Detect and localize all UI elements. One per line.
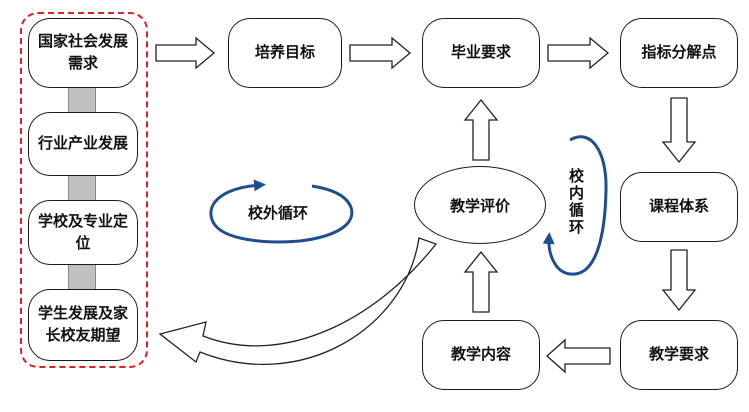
outer-cycle-label: 校外循环 (248, 204, 309, 222)
school-major-positioning-box: 学校及专业定位 (28, 200, 138, 265)
arrow-to-indicator-points (547, 36, 610, 70)
teaching-evaluation-ellipse: 教学评价 (414, 166, 546, 244)
arrow-evaluation-to-graduation (463, 98, 499, 161)
outer-cycle-arc (209, 179, 354, 244)
connector-3 (68, 265, 96, 289)
training-goal-box: 培养目标 (228, 18, 342, 88)
teaching-requirement-box: 教学要求 (620, 320, 738, 390)
connector-1 (68, 88, 96, 112)
graduation-requirement-box: 毕业要求 (422, 18, 540, 88)
external-factors-group (20, 12, 148, 368)
student-parent-alumni-expectation-box: 学生发展及家长校友期望 (28, 289, 138, 361)
arrow-evaluation-to-stakeholders (158, 237, 438, 365)
teaching-content-box: 教学内容 (422, 320, 540, 390)
indicator-points-box: 指标分解点 (620, 18, 738, 88)
arrow-content-to-evaluation (463, 250, 499, 313)
connector-2 (68, 176, 96, 200)
national-social-needs-box: 国家社会发展需求 (28, 18, 138, 88)
inner-cycle-label: 校内循环 (567, 168, 585, 236)
arrow-to-curriculum (661, 97, 697, 164)
curriculum-system-box: 课程体系 (620, 172, 738, 242)
inner-cycle-arc (542, 135, 608, 276)
arrow-to-teaching-requirement (661, 249, 697, 312)
arrow-to-teaching-content (546, 338, 611, 374)
arrow-to-training-goal (155, 36, 216, 70)
arrow-to-graduation-requirement (349, 36, 412, 70)
industry-development-box: 行业产业发展 (28, 112, 138, 176)
